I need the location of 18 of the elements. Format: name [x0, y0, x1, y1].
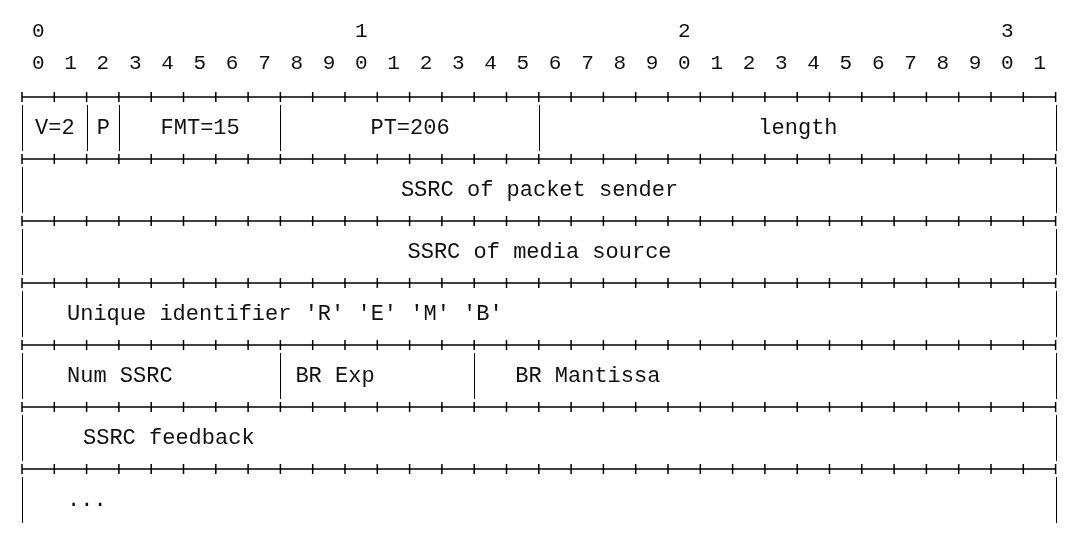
field-cell: BR Mantissa — [474, 353, 1058, 399]
bit-number-row: 0 1 2 3 4 5 6 7 8 9 0 1 2 3 4 5 6 7 8 9 0 1 2 3 4 5 6 7 8 9 0 1 — [32, 52, 1050, 75]
bit-decade-number: 0 — [32, 20, 45, 43]
field-cell: SSRC of media source — [22, 229, 1058, 275]
field-cell: length — [538, 105, 1058, 151]
bit-decade-number: 2 — [678, 20, 691, 43]
field-cell: BR Exp — [280, 353, 475, 399]
field-cell: Num SSRC — [22, 353, 281, 399]
field-cell: Unique identifier 'R' 'E' 'M' 'B' — [22, 291, 1058, 337]
bit-decade-number: 3 — [1001, 20, 1014, 43]
field-cell: ... — [22, 477, 1058, 523]
field-cell: PT=206 — [280, 105, 539, 151]
field-cell: SSRC feedback — [22, 415, 1058, 461]
bit-decade-number: 1 — [355, 20, 368, 43]
field-cell: V=2 — [22, 105, 87, 151]
field-cell: P — [86, 105, 119, 151]
field-cell: SSRC of packet sender — [22, 167, 1058, 213]
field-cell: FMT=15 — [118, 105, 281, 151]
